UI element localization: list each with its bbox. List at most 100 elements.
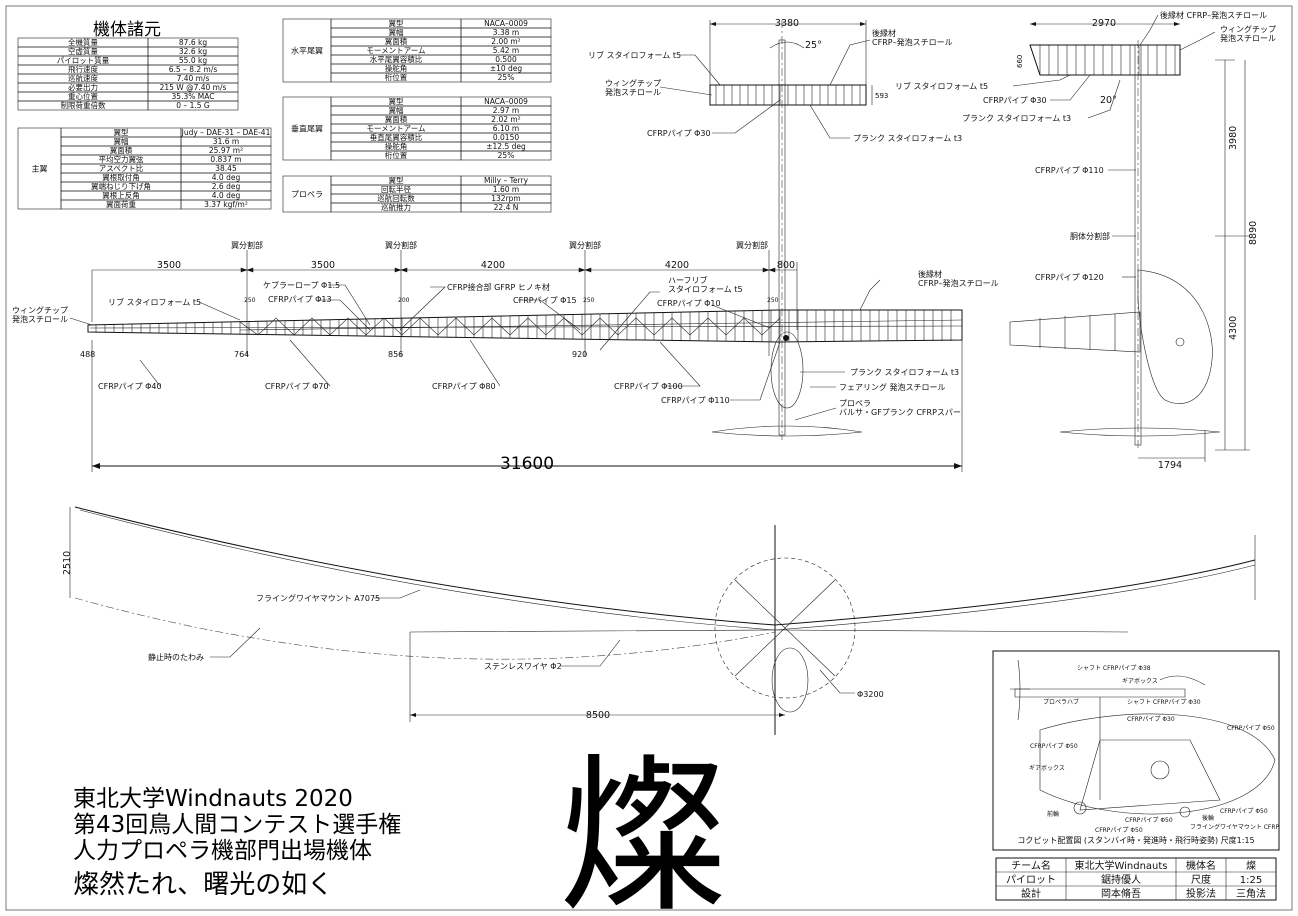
propeller-plan (711, 425, 863, 437)
ck-cfrp50b: CFRPパイプ Φ50 (1030, 743, 1078, 750)
htail-span-dim: 3380 (775, 18, 799, 29)
cfrp70-label: CFRPパイプ Φ70 (265, 382, 329, 391)
ck-cfrp50c: CFRPパイプ Φ50 (1125, 817, 1173, 824)
spec-key: 巡航回転数 (377, 193, 415, 203)
total-span-label: 31600 (500, 454, 554, 474)
front-wing-static (74, 597, 776, 660)
cfrp13-label: CFRPパイプ Φ13 (268, 295, 332, 304)
v-tail-side-label: 垂直尾翼 (291, 124, 323, 134)
split-label-4: 翼分割部 (736, 240, 768, 250)
spec-value: 32.6 kg (179, 47, 207, 56)
spec-value: 31.6 m (213, 137, 239, 146)
ck-front: 前輪 (1047, 810, 1059, 818)
cockpit-caption: コクピット配置図 (スタンバイ時・発進時・飛行時姿勢) 尺度1:15 (1017, 835, 1254, 845)
title-line-1: 東北大学Windnauts 2020 (73, 786, 353, 812)
side-wing-section (1009, 311, 1141, 353)
spec-value: 0 – 1.5 G (176, 101, 210, 110)
ck-shaft38: シャフト CFRPパイプ Φ38 (1077, 665, 1151, 672)
spec-key: 翼型 (389, 19, 404, 28)
proj-label: 投影法 (1186, 887, 1216, 900)
chord-856: 856 (388, 350, 403, 359)
info-table: チーム名 東北大学Windnauts 機体名 燦 パイロット 鋸持優人 尺度 1… (995, 857, 1277, 901)
h-tail-side-label: 水平尾翼 (291, 46, 323, 56)
design-label: 設計 (1021, 887, 1041, 900)
vtail-angle: 20° (1100, 95, 1117, 106)
spec-value: 87.6 kg (179, 38, 207, 47)
htail-cfrp30-label: CFRPパイプ Φ30 (647, 129, 711, 138)
fairing-plan (770, 331, 804, 409)
spec-value: 0.0150 (493, 133, 519, 142)
vtail-te-label: 後縁材 CFRP–発泡スチロール (1160, 10, 1267, 20)
spec-key: 操舵角 (385, 141, 408, 151)
sag-label: 静止時のたわみ (148, 652, 204, 662)
dim-1794: 1794 (1158, 460, 1182, 471)
plank-label: プランク スタイロフォーム t3 (850, 368, 959, 377)
spec-value: NACA–0009 (484, 19, 528, 28)
fuselage-boom (778, 39, 786, 436)
scale-value: 1:25 (1240, 875, 1262, 886)
small-dim-1: 250 (244, 297, 256, 304)
spec-key: 重心位置 (68, 91, 98, 101)
big-kanji: 燦 (557, 738, 727, 916)
spec-key: 飛行速度 (68, 64, 98, 74)
proj-value: 三角法 (1236, 887, 1266, 900)
scale-label: 尺度 (1191, 873, 1211, 886)
spec-key: 巡航推力 (381, 202, 411, 212)
cockpit-fairing (1039, 713, 1276, 815)
spec-key: 翼根取付角 (102, 172, 140, 182)
joint-label: CFRP接合部 GFRP ヒノキ材 (447, 282, 550, 292)
spec-value: ±12.5 deg (486, 142, 526, 151)
vtail-tip-label: ウィングチップ発泡スチロール (1220, 24, 1276, 43)
spec-key: モーメントアーム (366, 46, 425, 55)
pilot-label: パイロット (1006, 874, 1056, 886)
dim-4200-b: 4200 (665, 260, 689, 271)
plan-view: 31600 翼分割部 翼分割部 翼分割部 翼分割部 3500 3500 4200… (12, 20, 999, 474)
spec-key: 水平尾翼容積比 (370, 54, 423, 64)
front-height-dim: 2510 (62, 551, 73, 575)
team-value: 東北大学Windnauts (1074, 859, 1167, 872)
cfrp80-label: CFRPパイプ Φ80 (432, 382, 496, 391)
ck-shaft30: シャフト CFRPパイプ Φ30 (1127, 699, 1201, 706)
vtail-plank-label: プランク スタイロフォーム t3 (962, 114, 1071, 123)
spec-value: 6.5 – 8.2 m/s (169, 65, 218, 74)
h-tail-top-view: 3380 25° 593 リブ スタイロフォーム t5 ウィングチップ発泡スチロ… (588, 18, 962, 143)
spec-value: 35.3% MAC (172, 92, 215, 101)
spec-key: 翼型 (389, 176, 404, 185)
front-wing-flight (74, 506, 1256, 626)
dim-3500-a: 3500 (157, 260, 181, 271)
spec-value: 2.00 m² (491, 37, 520, 46)
spec-key: 全機質量 (68, 37, 98, 47)
spec-key: 翼型 (114, 128, 129, 137)
spec-value: 2.6 deg (212, 182, 241, 191)
mount-label: フライングワイヤマウント A7075 (256, 593, 380, 603)
spec-value: Judy – DAE-31 – DAE-41 (181, 128, 271, 137)
spec-value: 55.0 kg (179, 56, 207, 65)
dim-3980: 3980 (1228, 126, 1239, 150)
spec-key: 平均空力翼弦 (99, 154, 144, 164)
prop-disc (714, 557, 856, 699)
pilot-value: 鋸持優人 (1101, 873, 1141, 886)
spec-key: 必要出力 (68, 82, 98, 92)
ck-gearbox2: ギアボックス (1029, 764, 1065, 772)
spec-value: 2.02 m² (491, 115, 520, 124)
ck-cfrp50d: CFRPパイプ Φ50 (1220, 808, 1268, 815)
spec-value: 38.45 (215, 164, 237, 173)
spec-value: 3.37 kgf/m² (204, 200, 248, 209)
dim-4300: 4300 (1228, 316, 1239, 340)
htail-ribs (715, 85, 861, 105)
spec-value: 132rpm (491, 194, 520, 203)
side-propeller (1059, 427, 1221, 437)
chord-764: 764 (234, 350, 249, 359)
designer-value: 岡本脩吾 (1101, 887, 1141, 900)
flying-wire (409, 629, 1129, 633)
spec-key: 桁位置 (385, 72, 408, 82)
fuse-split-label: 胴体分割部 (1070, 231, 1110, 241)
cfrp15-label: CFRPパイプ Φ15 (513, 296, 577, 305)
cfrp110-label: CFRPパイプ Φ110 (661, 396, 730, 405)
title-line-3: 人力プロペラ機部門出場機体 (73, 838, 372, 864)
spec-value: 1.60 m (493, 185, 519, 194)
spec-key: 桁位置 (385, 150, 408, 160)
